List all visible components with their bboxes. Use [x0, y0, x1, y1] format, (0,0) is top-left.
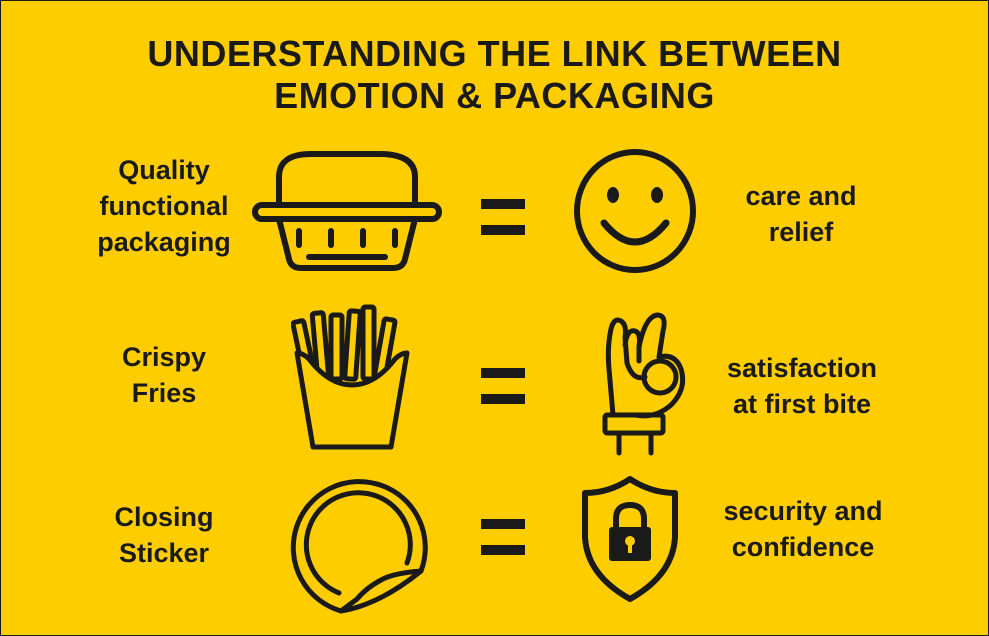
row3-left-label: Closing Sticker [114, 502, 214, 568]
clamshell-box-icon [252, 151, 442, 271]
equals-sign-row2 [481, 368, 525, 410]
french-fries-icon [291, 304, 410, 450]
title-line-2: EMOTION & PACKAGING [274, 75, 715, 116]
row1-right-label: care and relief [745, 181, 857, 247]
title-line-1: UNDERSTANDING THE LINK BETWEEN [147, 33, 842, 74]
equals-sign-row1 [481, 199, 525, 241]
equals-sign-row3 [481, 519, 525, 561]
ok-hand-icon [602, 312, 686, 456]
row2-right-label: satisfaction at first bite [726, 353, 878, 419]
shield-lock-icon [582, 476, 678, 602]
peeling-sticker-icon [290, 479, 428, 614]
row3-right-label: security and confidence [723, 496, 883, 562]
row2-left-label: Crispy Fries [121, 342, 207, 408]
smiley-face-icon [574, 149, 696, 273]
row1-left-label: Quality functional packaging [97, 155, 231, 257]
page-title: UNDERSTANDING THE LINK BETWEEN EMOTION &… [1, 33, 988, 117]
